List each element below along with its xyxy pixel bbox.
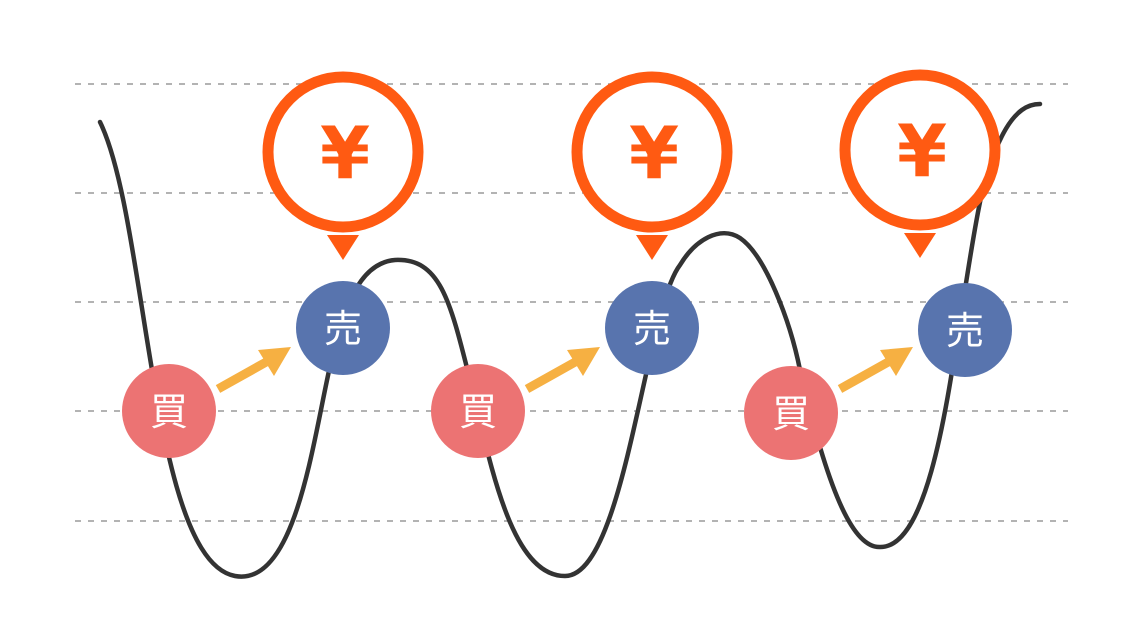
buy-marker: 買	[122, 364, 216, 458]
trade-cycle-3: ¥ 買 売	[744, 69, 1012, 460]
right-up-arrow-icon	[567, 347, 600, 376]
yen-pin-icon	[327, 235, 359, 260]
sell-label: 売	[633, 307, 671, 351]
sell-marker: 売	[605, 281, 699, 375]
arrow-shaft	[215, 357, 271, 393]
yen-symbol: ¥	[897, 109, 947, 193]
sell-label: 売	[946, 309, 984, 353]
buy-circle	[744, 366, 838, 460]
sell-circle	[605, 281, 699, 375]
arrow-icon	[524, 347, 600, 393]
arrow-shaft	[524, 357, 580, 393]
buy-circle	[431, 364, 525, 458]
buy-circle	[122, 364, 216, 458]
gridlines	[75, 83, 1068, 522]
yen-symbol: ¥	[629, 111, 679, 195]
yen-pin-ring	[839, 69, 1001, 231]
buy-label: 買	[772, 392, 810, 436]
buy-marker: 買	[431, 364, 525, 458]
profit-yen-marker: ¥	[839, 69, 1001, 258]
arrow-shaft	[837, 357, 893, 393]
yen-pin-ring	[571, 71, 733, 233]
trade-cycle-2: ¥ 買 売	[431, 71, 733, 458]
yen-pin-icon	[636, 235, 668, 260]
sell-circle	[296, 281, 390, 375]
arrow-icon	[215, 347, 291, 393]
yen-pin-icon	[904, 233, 936, 258]
sell-marker: 売	[918, 283, 1012, 377]
sell-label: 売	[324, 307, 362, 351]
right-up-arrow-icon	[258, 347, 291, 376]
arrow-icon	[837, 347, 913, 393]
sell-marker: 売	[296, 281, 390, 375]
profit-yen-marker: ¥	[571, 71, 733, 260]
trade-cycle-1: ¥ 買 売	[122, 71, 424, 458]
right-up-arrow-icon	[880, 347, 913, 376]
yen-pin-ring	[262, 71, 424, 233]
buy-marker: 買	[744, 366, 838, 460]
profit-yen-marker: ¥	[262, 71, 424, 260]
buy-label: 買	[459, 390, 497, 434]
buy-label: 買	[150, 390, 188, 434]
price-curve	[97, 101, 1043, 579]
yen-symbol: ¥	[320, 111, 370, 195]
sell-circle	[918, 283, 1012, 377]
